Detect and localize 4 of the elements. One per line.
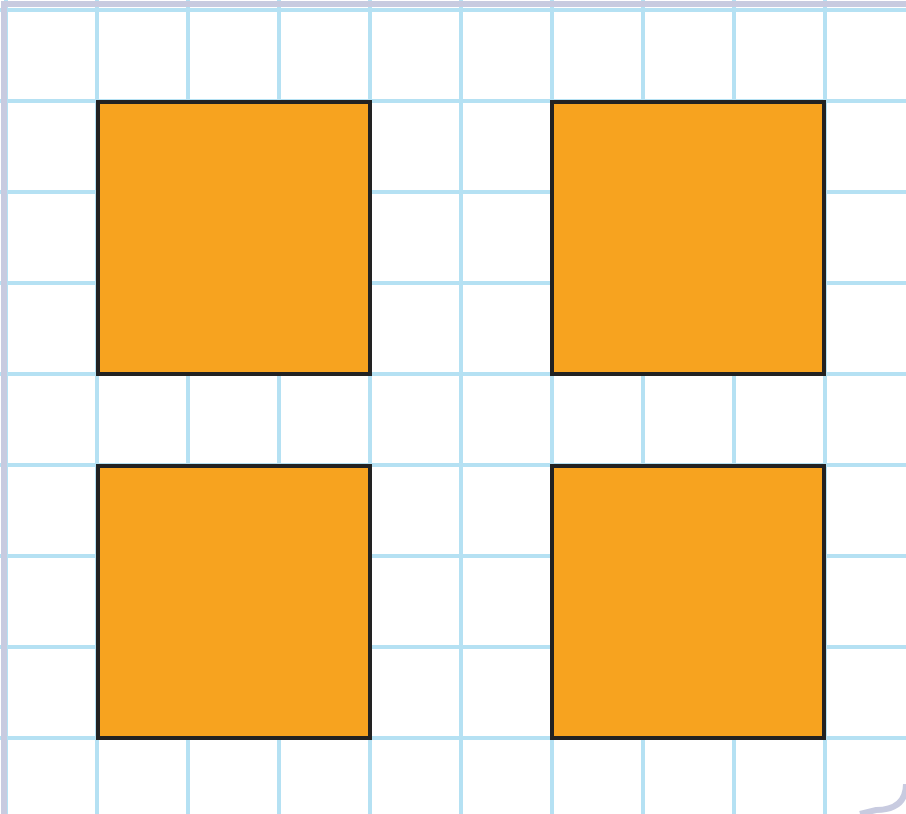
square-shape: [96, 464, 372, 740]
square-shape: [550, 100, 826, 376]
square-shape: [550, 464, 826, 740]
square-shape: [96, 100, 372, 376]
